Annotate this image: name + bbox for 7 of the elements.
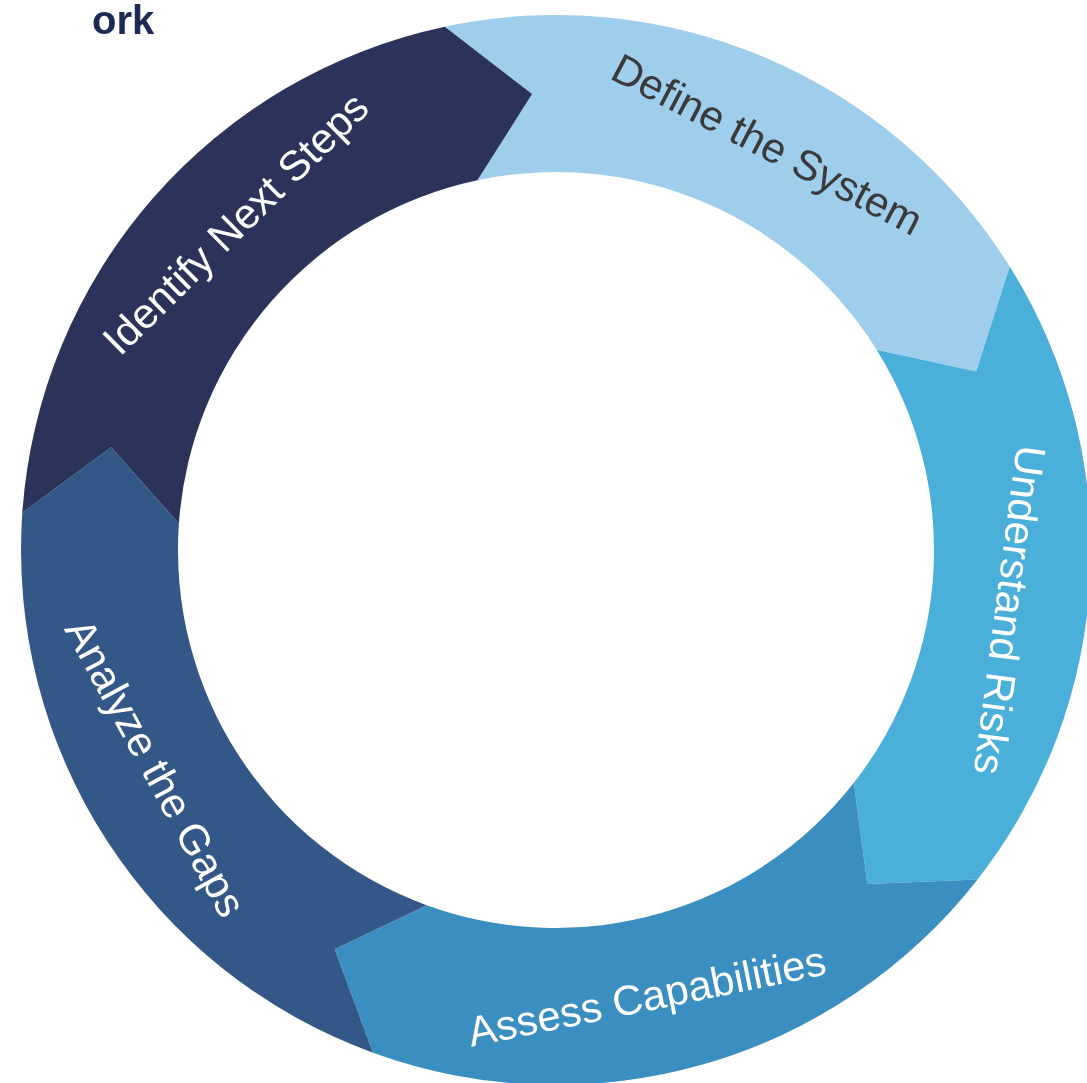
- step-label: Understand Risks: [963, 441, 1056, 778]
- step-label: Assess Capabilities: [463, 936, 831, 1058]
- cycle-segment: [853, 266, 1087, 884]
- cycle-segment: [334, 782, 978, 1083]
- heading-fragment: ork: [92, 0, 155, 40]
- cycle-segment: [21, 447, 427, 1053]
- cycle-segment: [444, 15, 1010, 372]
